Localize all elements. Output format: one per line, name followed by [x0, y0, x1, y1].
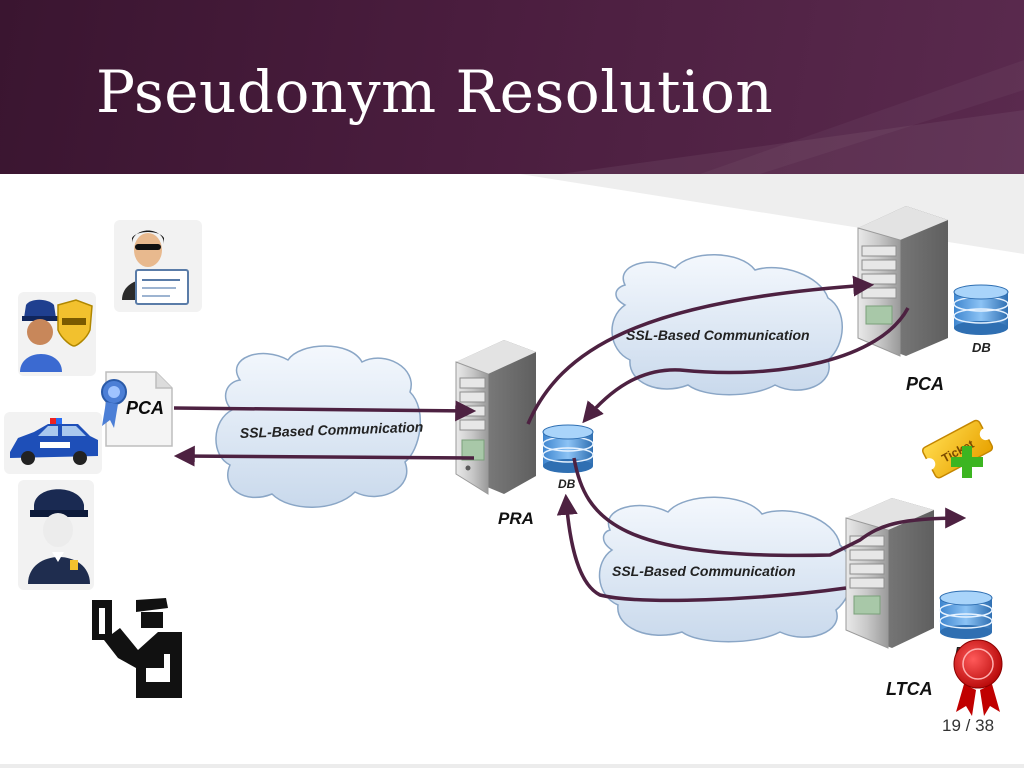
- pra-db-icon: [542, 424, 594, 473]
- header-shine-decoration: [560, 60, 1024, 174]
- slide-title: Pseudonym Resolution: [96, 58, 774, 126]
- spy-with-id-card-icon: [114, 220, 202, 312]
- page-total: 38: [975, 716, 995, 735]
- page-current: 19: [942, 716, 961, 735]
- pca-label: PCA: [906, 374, 944, 394]
- pca-certificate-label: PCA: [126, 398, 164, 418]
- police-officer-bust-icon: [18, 480, 94, 590]
- arrow-pra-db-to-ltca: [572, 457, 967, 558]
- arrows: [173, 275, 967, 603]
- police-officer-with-badge-icon: [18, 292, 96, 376]
- arrow-ltca-to-pra-db: [556, 493, 847, 603]
- pra-server: [455, 340, 536, 495]
- pca-server: [857, 206, 948, 357]
- cloud-top-right: [611, 254, 843, 396]
- slide-header: Pseudonym Resolution: [0, 0, 1024, 174]
- link-label-bottom-right: SSL-Based Communication: [612, 563, 796, 579]
- pra-label: PRA: [498, 509, 534, 528]
- police-car-icon: [4, 412, 102, 474]
- pca-db-label: DB: [972, 340, 991, 355]
- pca-certificate-icon: PCA: [101, 371, 173, 447]
- link-label-left: SSL-Based Communication: [240, 419, 424, 441]
- footer-line: [0, 764, 1024, 768]
- page-separator: /: [965, 716, 971, 735]
- customs-officer-pictogram-icon: [92, 598, 182, 698]
- ltca-label: LTCA: [886, 679, 933, 699]
- arrow-pra-to-pca: [526, 275, 875, 425]
- pra-db-label: DB: [558, 477, 576, 491]
- link-label-top-right: SSL-Based Communication: [626, 327, 810, 343]
- red-seal-icon: [953, 639, 1003, 716]
- arrow-pca-to-pra-db: [582, 307, 910, 424]
- page-number: 19 / 38: [942, 716, 994, 736]
- arrow-pca-to-pra: [173, 400, 477, 422]
- ltca-db-icon: [939, 590, 993, 639]
- arrow-pra-to-police: [173, 445, 475, 467]
- ticket-plus-icon: Ticket: [921, 419, 994, 479]
- pca-db-icon: [953, 284, 1009, 335]
- ltca-server: [845, 498, 934, 649]
- cloud-left: [215, 345, 422, 508]
